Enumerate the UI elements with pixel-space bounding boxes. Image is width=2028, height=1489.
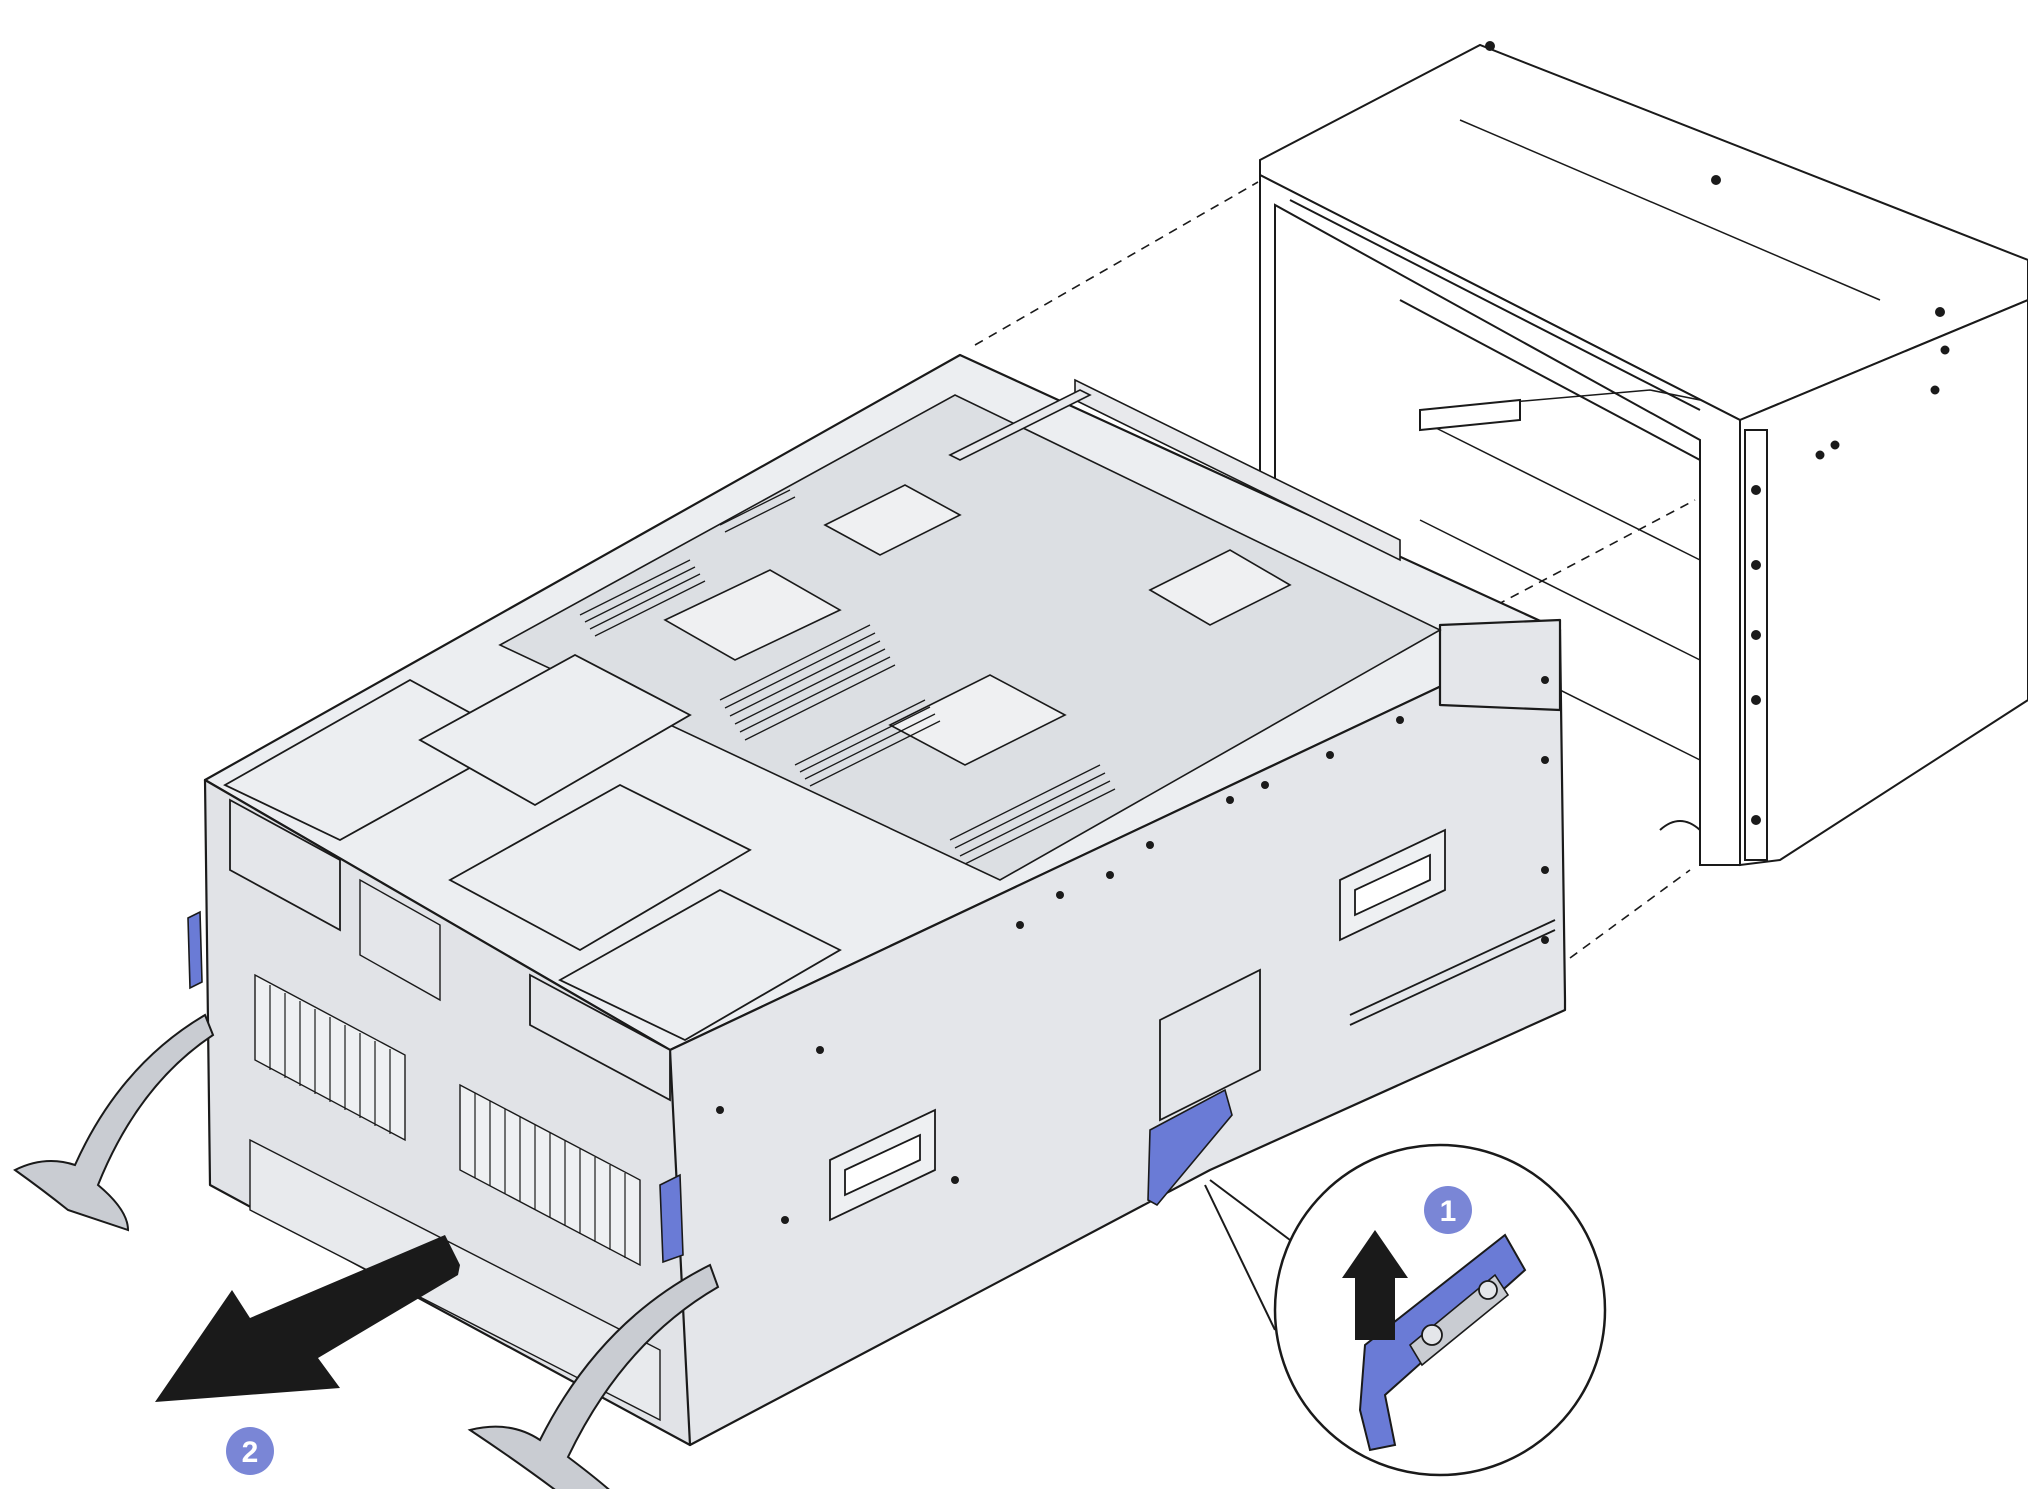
- latch-detail-callout: [1204, 1143, 1607, 1477]
- heatsink-1: [663, 569, 842, 661]
- front-drive-bays: [249, 878, 661, 1422]
- rack-enclosure: [1259, 41, 2028, 867]
- latch-icon: [1147, 1088, 1233, 1207]
- arrow-icon: [155, 1235, 460, 1402]
- front-pull-handles: [13, 1013, 720, 1489]
- circle-number-icon: [1424, 1186, 1472, 1234]
- up-arrow-icon: [1342, 1230, 1408, 1340]
- chassis-front-panel: [203, 778, 692, 1447]
- memory-modules: [579, 489, 1116, 865]
- latch-icon: [659, 1173, 684, 1264]
- heatsink-4: [1148, 549, 1292, 626]
- pull-out-arrow: [155, 1235, 460, 1402]
- circle-number-icon: [226, 1427, 274, 1475]
- step-2-label: 2: [242, 1436, 259, 1469]
- step-badge-1: 1: [1424, 1186, 1472, 1234]
- front-cages: [223, 653, 842, 1102]
- step-badge-2: 2: [226, 1427, 274, 1475]
- system-board: [498, 378, 1442, 881]
- side-screw-holes: [716, 676, 1549, 1224]
- heatsink-3: [823, 484, 962, 556]
- latch-icon: [187, 910, 203, 990]
- step-1-label: 1: [1440, 1195, 1457, 1228]
- side-handles: [829, 828, 1556, 1222]
- front-release-latches: [187, 910, 1233, 1264]
- heatsink-2: [888, 674, 1067, 766]
